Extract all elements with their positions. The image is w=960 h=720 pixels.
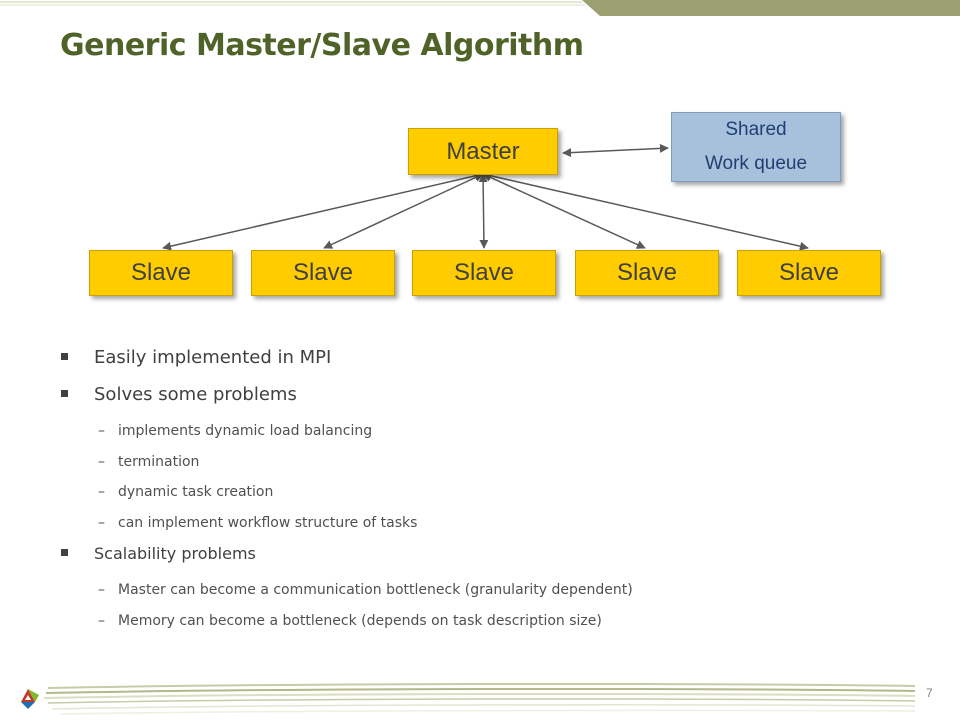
sub-bullet-text: Master can become a communication bottle…: [118, 582, 633, 598]
slave-label: Slave: [453, 259, 515, 286]
sub-bullet-item: – Memory can become a bottleneck (depend…: [60, 607, 920, 638]
slave-node: Slave: [89, 250, 233, 296]
sub-bullet-text: Memory can become a bottleneck (depends …: [118, 612, 602, 629]
bullet-text: Solves some problems: [94, 384, 297, 405]
sub-bullet-item: – can implement workflow structure of ta…: [60, 509, 920, 540]
sub-bullet-item: – Master can become a communication bott…: [60, 576, 920, 607]
arrow-slave-5: [482, 171, 809, 251]
sub-bullet-text: can implement workflow structure of task…: [118, 514, 418, 531]
master-queue-arrow: [562, 143, 669, 158]
bullet-text: Easily implemented in MPI: [94, 347, 332, 368]
dash-bullet-icon: –: [98, 514, 105, 531]
sub-bullet-item: – implements dynamic load balancing: [60, 417, 920, 448]
dash-bullet-icon: –: [98, 423, 105, 439]
header-band: [0, 0, 960, 16]
queue-label-line2: Work queue: [704, 153, 808, 174]
sub-bullet-item: – dynamic task creation: [60, 478, 920, 509]
sub-bullet-text: termination: [118, 453, 200, 470]
sub-bullet-item: – termination: [60, 448, 920, 479]
slave-node: Slave: [412, 250, 556, 296]
slave-node: Slave: [251, 250, 395, 296]
dash-bullet-icon: –: [98, 612, 105, 629]
master-label: Master: [446, 137, 520, 165]
bullet-item: Solves some problems: [60, 380, 920, 417]
master-node: Master: [408, 128, 558, 175]
slave-label: Slave: [130, 259, 192, 286]
arrow-slave-2: [323, 173, 484, 249]
sub-bullet-text: implements dynamic load balancing: [118, 423, 373, 439]
slave-label: Slave: [616, 259, 678, 286]
bullet-item: Easily implemented in MPI: [60, 343, 920, 380]
bullet-item: Scalability problems: [60, 539, 920, 576]
slide-title: Generic Master/Slave Algorithm: [60, 28, 584, 63]
slave-node: Slave: [575, 250, 719, 296]
dash-bullet-icon: –: [98, 453, 105, 470]
slave-label: Slave: [292, 259, 354, 286]
sub-bullet-text: dynamic task creation: [118, 484, 274, 500]
bullet-text: Scalability problems: [94, 544, 256, 563]
bullet-list: Easily implemented in MPI Solves some pr…: [60, 343, 920, 637]
arrow-slave-1: [162, 171, 484, 251]
dash-bullet-icon: –: [98, 484, 105, 500]
dash-bullet-icon: –: [98, 582, 105, 598]
arrow-slave-4: [482, 173, 646, 249]
argonne-triangle-logo: [21, 689, 39, 709]
square-bullet-icon: [61, 353, 68, 360]
square-bullet-icon: [61, 390, 68, 397]
diagram-arrows: [162, 143, 809, 251]
page-number: 7: [926, 686, 933, 700]
queue-label-line1: Shared: [725, 119, 787, 140]
shared-work-queue-node: Shared Work queue: [671, 112, 841, 182]
slave-label: Slave: [778, 259, 840, 286]
square-bullet-icon: [61, 549, 68, 556]
slave-node: Slave: [737, 250, 881, 296]
arrow-slave-3: [478, 173, 489, 249]
footer-band: [21, 682, 916, 715]
